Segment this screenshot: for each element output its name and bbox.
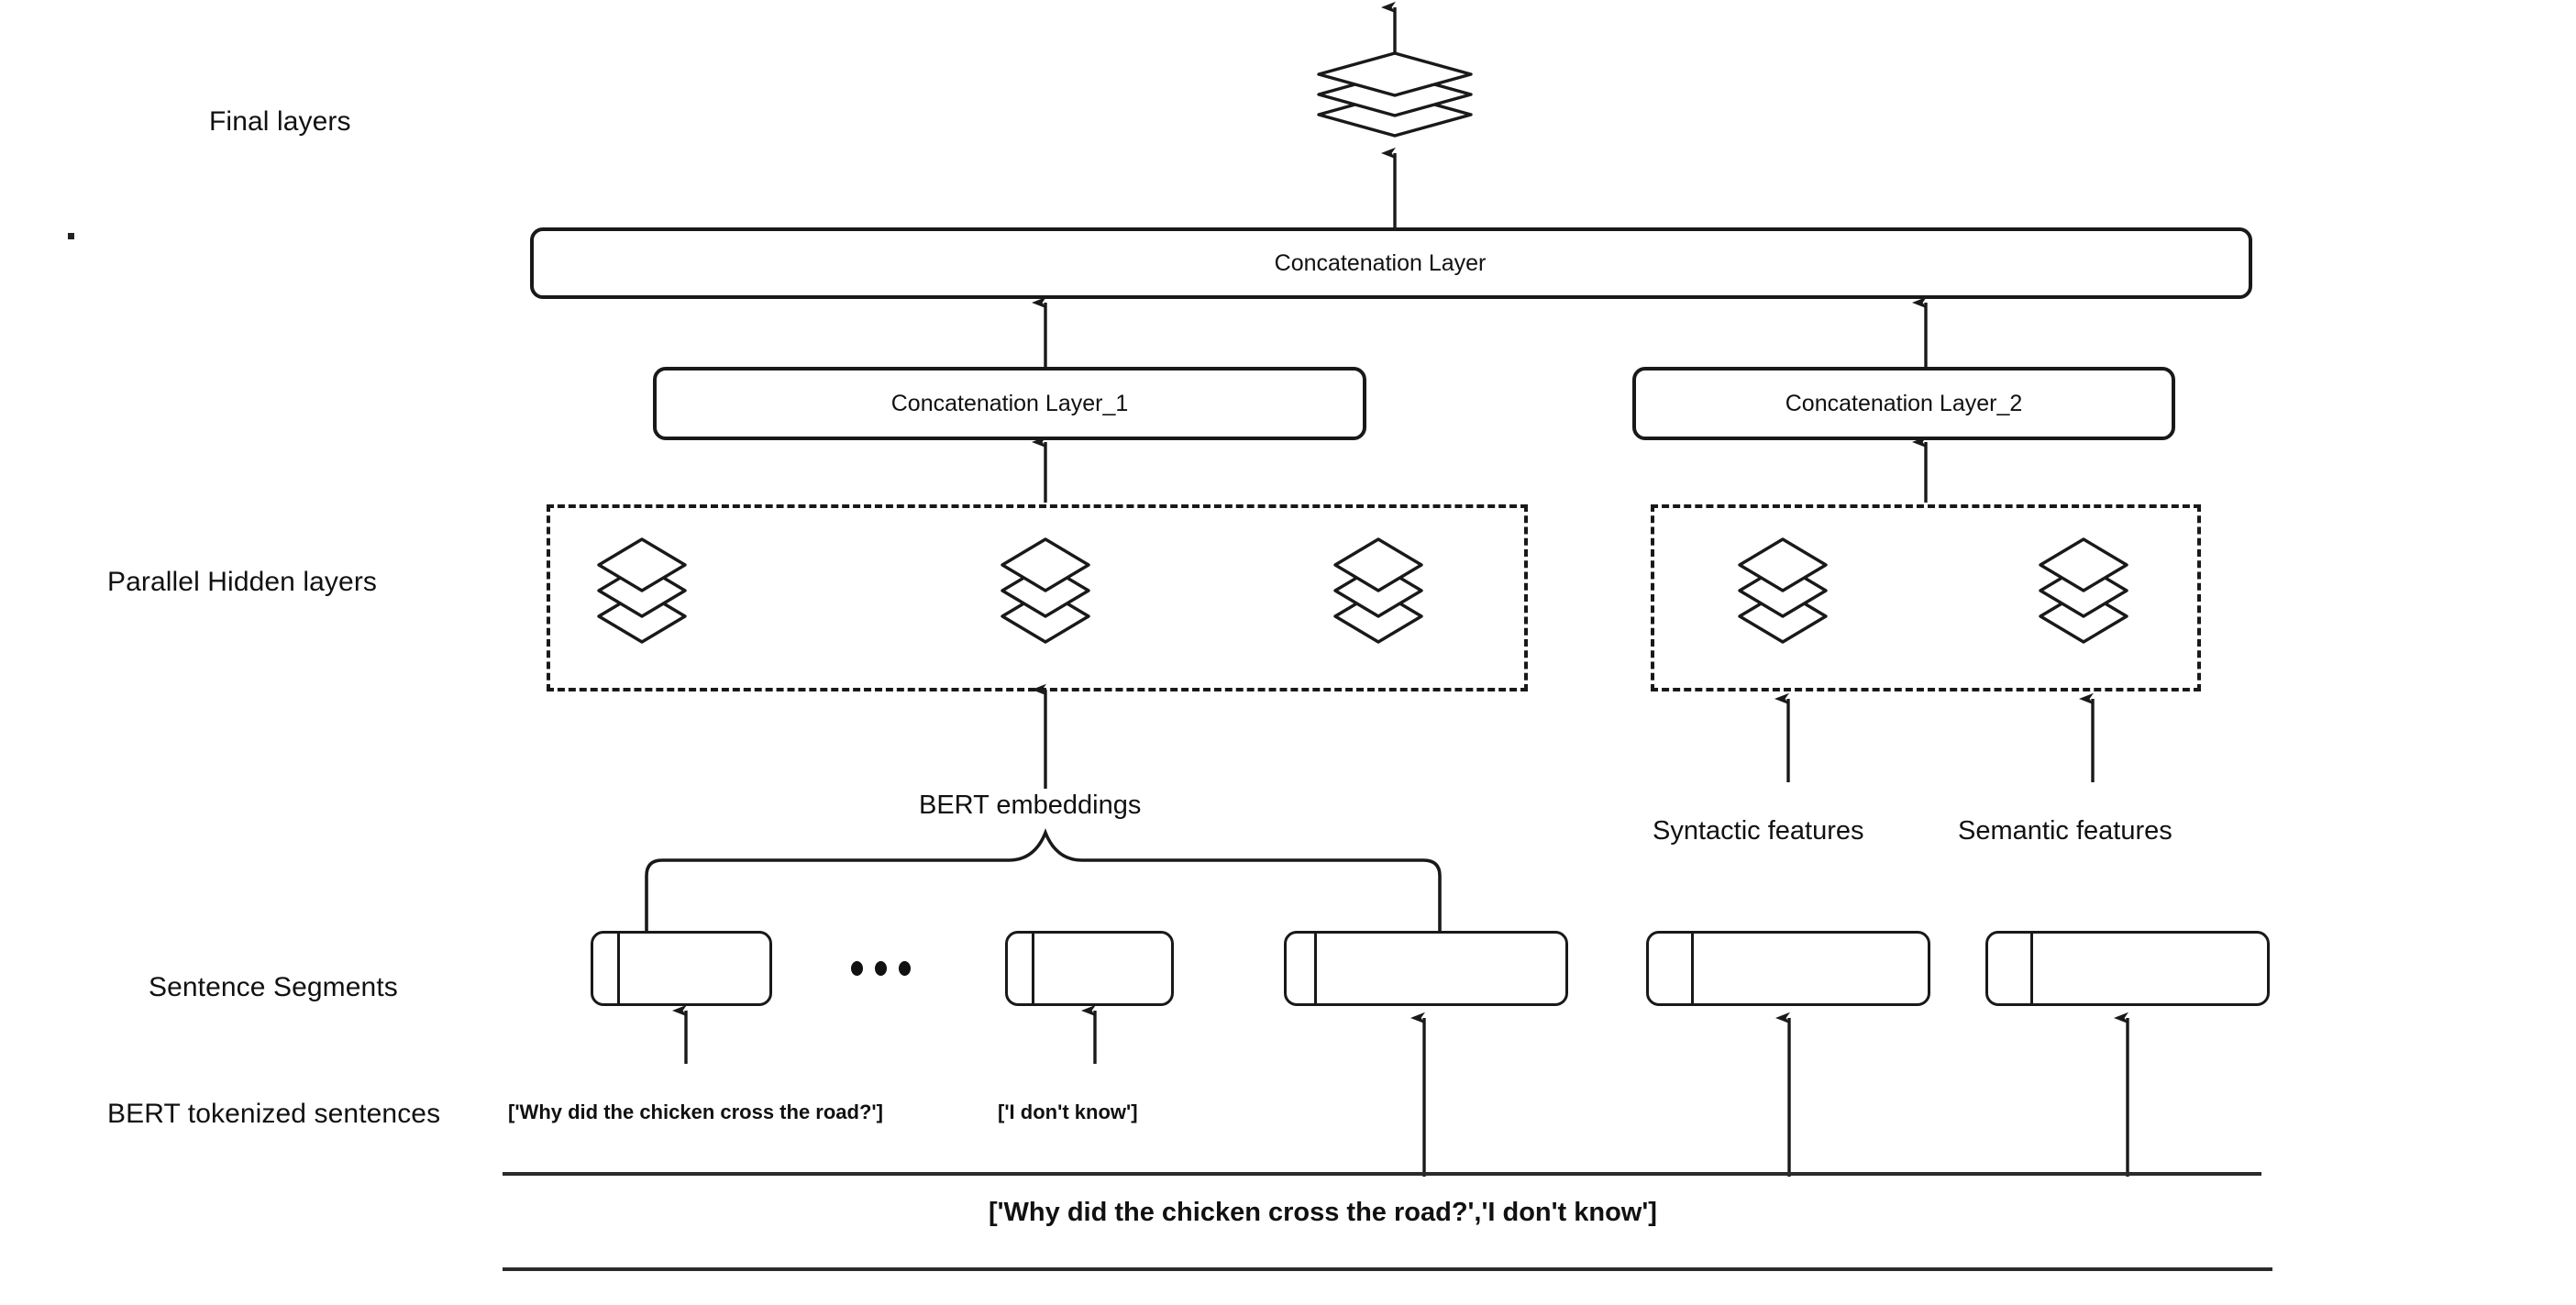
- concatenation-layer-box[interactable]: Concatenation Layer: [530, 227, 2252, 299]
- segment-divider: [1032, 934, 1034, 1003]
- hidden-layers-group-left: [547, 504, 1528, 691]
- row-label-bert-tokenized-sentences: BERT tokenized sentences: [107, 1099, 441, 1129]
- row-label-sentence-segments: Sentence Segments: [149, 972, 398, 1002]
- semantic-features-label: Semantic features: [1958, 816, 2172, 846]
- concatenation-layer-2-label: Concatenation Layer_2: [1785, 390, 2023, 416]
- concatenation-layer-2-box[interactable]: Concatenation Layer_2: [1632, 367, 2175, 440]
- page-speck: [68, 233, 74, 239]
- sentence-segment[interactable]: [1985, 931, 2270, 1006]
- sentence-segment[interactable]: [1005, 931, 1174, 1006]
- bert-token-1: ['Why did the chicken cross the road?']: [508, 1100, 883, 1123]
- sentence-segment[interactable]: [591, 931, 772, 1006]
- input-sentence: ['Why did the chicken cross the road?','…: [989, 1198, 1657, 1227]
- input-band-top-rule: [503, 1172, 2261, 1176]
- concatenation-layer-label: Concatenation Layer: [1274, 249, 1487, 276]
- bert-token-2: ['I don't know']: [998, 1100, 1138, 1123]
- hidden-layers-group-right: [1651, 504, 2201, 691]
- concatenation-layer-1-label: Concatenation Layer_1: [890, 390, 1129, 416]
- segment-divider: [617, 934, 620, 1003]
- sentence-segment[interactable]: [1284, 931, 1568, 1006]
- input-band-bottom-rule: [503, 1267, 2272, 1271]
- sentence-segment[interactable]: [1646, 931, 1930, 1006]
- concatenation-layer-1-box[interactable]: Concatenation Layer_1: [653, 367, 1366, 440]
- segments-ellipsis: [851, 961, 911, 976]
- bert-embeddings-brace: [645, 828, 1442, 947]
- bert-embeddings-label: BERT embeddings: [919, 791, 1142, 820]
- row-label-final-layers: Final layers: [209, 106, 351, 137]
- segment-divider: [1314, 934, 1317, 1003]
- layers-icon: [1317, 51, 1473, 138]
- segment-divider: [1691, 934, 1694, 1003]
- segment-divider: [2030, 934, 2033, 1003]
- row-label-parallel-hidden-layers: Parallel Hidden layers: [107, 567, 378, 597]
- syntactic-features-label: Syntactic features: [1653, 816, 1864, 846]
